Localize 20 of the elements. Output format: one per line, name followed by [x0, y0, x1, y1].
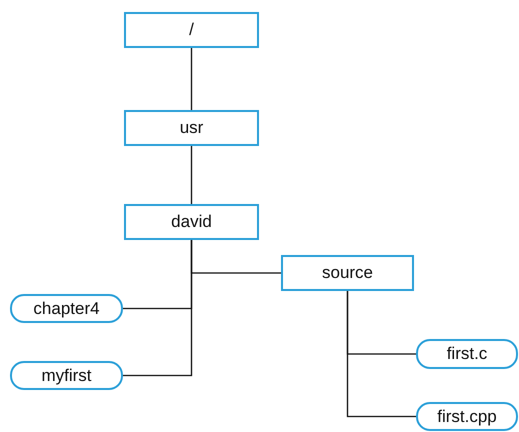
node-label: source: [322, 263, 374, 283]
node-label: /: [189, 20, 194, 40]
connector-line: [123, 240, 192, 376]
file-node: [10, 361, 123, 390]
connector-line: [190, 48, 192, 110]
node-label: first.cpp: [437, 406, 497, 426]
node-label: usr: [180, 118, 204, 138]
node-label: chapter4: [33, 298, 100, 318]
connector-line: [346, 291, 416, 418]
file-node: [10, 294, 123, 323]
directory-box: [124, 12, 259, 48]
directory-box: [124, 204, 259, 240]
file-node: [416, 402, 518, 431]
node-label: first.c: [446, 344, 488, 364]
node-label: david: [171, 212, 212, 232]
directory-box: [124, 110, 259, 146]
file-node: [416, 339, 518, 369]
connector-line: [190, 146, 192, 204]
node-label: myfirst: [41, 366, 92, 386]
directory-box: [281, 255, 414, 291]
